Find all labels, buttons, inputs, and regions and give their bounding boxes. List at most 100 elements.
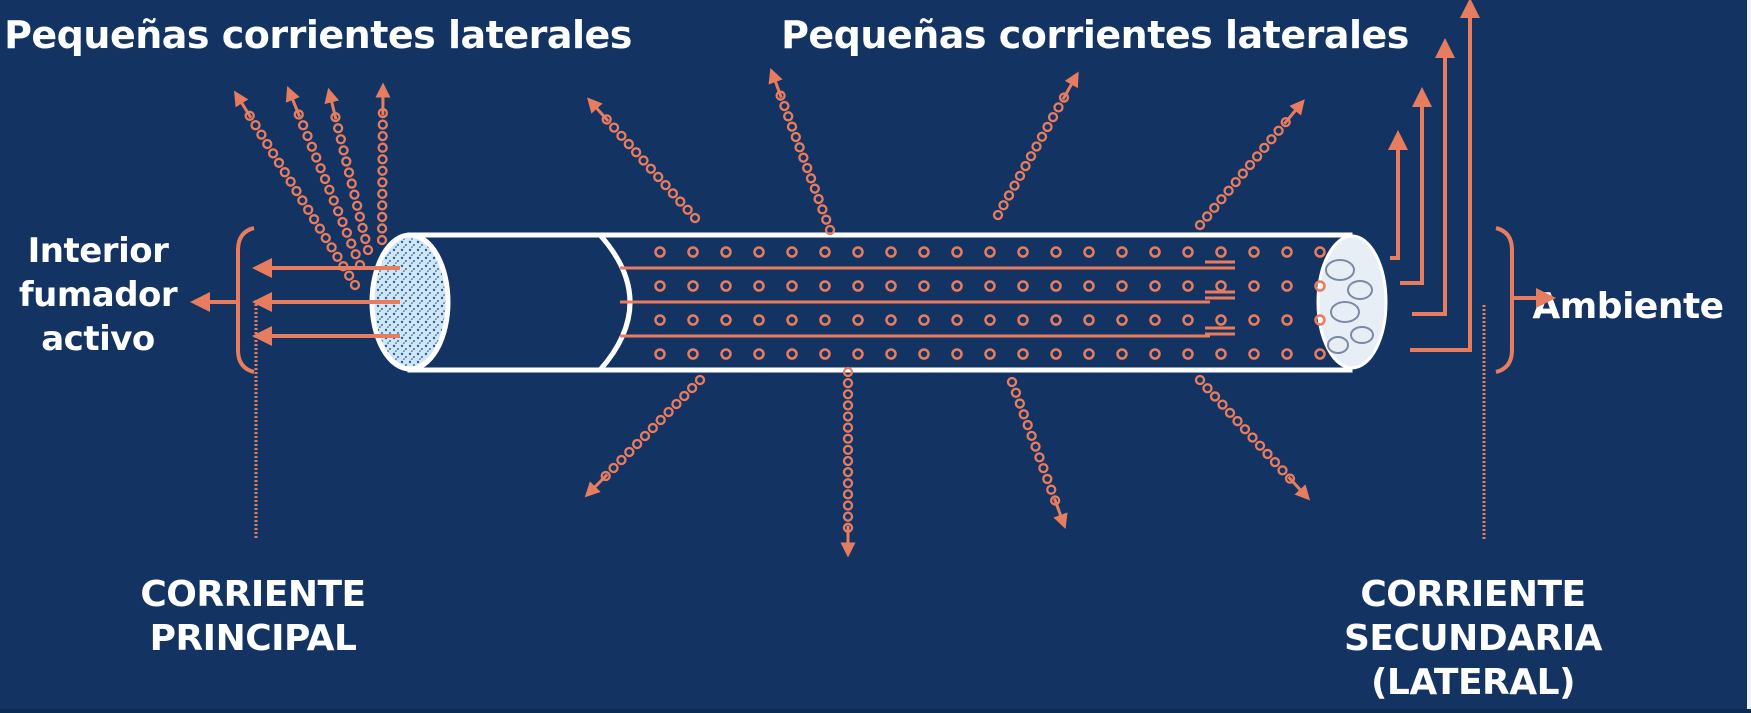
smoke-particle [262,138,273,150]
secondary-stream-arrow [1400,87,1432,285]
smoke-particle [992,209,1004,221]
smoke-particle [809,183,820,194]
smoke-particle [1042,473,1053,485]
smoke-particle [1026,430,1037,441]
burning-tip [1316,234,1388,370]
smoke-particle [1262,448,1273,460]
side-stream-arrowhead [324,87,340,120]
smoke-particle [655,414,666,426]
smoke-particle [1248,246,1260,258]
smoke-particle [1083,280,1095,292]
smoke-particle [639,430,651,442]
smoke-particle [842,489,854,500]
smoke-particle [817,204,828,215]
smoke-particle [349,189,360,200]
smoke-particle [324,184,335,195]
main-stream-bracket [236,226,255,374]
smoke-particle [1031,141,1042,152]
smoke-particle [720,280,732,292]
side-stream-arrowhead [586,97,610,123]
side-stream-arrowhead [1061,71,1079,101]
smoke-particle [783,111,794,122]
smoke-particle [667,188,679,199]
smoke-particle [687,246,699,258]
main-stream-flow-arrows [190,258,1210,346]
smoke-particle [328,195,339,206]
smoke-particle [1217,399,1228,410]
smoke-particle [1281,246,1293,258]
smoke-particle [1223,185,1234,196]
secondary-stream-label-line1: CORRIENTE [1360,574,1585,615]
smoke-particle [1277,465,1288,476]
smoke-particle [337,216,348,228]
smoke-particle [350,249,361,260]
smoke-particle [306,141,318,152]
smoke-particle [951,280,963,292]
smoke-particle [1244,159,1256,171]
smoke-particle [1182,280,1194,292]
smoke-particle [1280,116,1291,128]
smoke-particle [1232,415,1243,427]
smoke-particle [1046,484,1057,495]
side-stream-arrowhead [1287,475,1311,501]
smoke-particle [273,157,285,168]
smoke-particle [779,100,790,112]
smoke-particle [1036,131,1048,142]
side-stream-arrowhead [1052,497,1068,530]
smoke-particle [1215,246,1227,258]
smoke-particle [1209,391,1221,402]
smoke-particle [786,246,798,258]
smoke-particle [1116,314,1128,326]
smoke-particle [1216,194,1227,205]
smoke-particle [671,398,682,410]
smoke-particle [647,422,659,434]
smoke-particle [351,200,363,211]
smoke-particle [842,377,854,389]
smoke-particle [1248,348,1260,360]
smoke-particle [608,462,619,474]
smoke-particle [1050,246,1062,258]
smoke-particle [1083,348,1095,360]
side-stream-arrowhead [768,67,783,99]
smoke-particle [1116,280,1128,292]
smoke-particle [1194,374,1206,386]
smoke-particle [1050,348,1062,360]
smoker-interior-label-line1: Interior [28,231,169,271]
smoke-particle [354,211,366,222]
smoke-particle [293,109,304,120]
smoke-particle [984,246,996,258]
smoker-interior-label-line2: fumador [19,275,178,315]
smoke-particle [1194,219,1206,231]
secondary-stream-arrow [1410,0,1480,352]
smoke-particle [1281,314,1293,326]
smoke-particle [842,411,854,422]
smoke-particle [813,193,824,205]
smoke-particle [297,120,309,131]
smoke-particle [1003,190,1015,201]
smoke-particle [1010,387,1022,398]
smoke-particle [1259,142,1270,154]
smoke-particle [1248,314,1260,326]
smoke-particle [753,280,765,292]
side-stream-arrows [234,67,1311,558]
smoke-particle [1047,111,1059,123]
smoke-particle [786,314,798,326]
smoke-particle [335,134,347,145]
environment-label: Ambiente [1532,286,1723,327]
smoke-particle [343,270,355,281]
smoke-particle [377,177,388,188]
smoke-particle [279,167,290,178]
smoke-particle [285,176,296,187]
side-stream-arrowhead [234,90,253,119]
smoke-particle [653,171,664,183]
smoke-particle [753,246,765,258]
smoke-particle [343,167,355,178]
smoke-particle [308,214,320,225]
smoke-particle [819,348,831,360]
smoke-particle [645,163,657,174]
smoke-particle [852,280,864,292]
smoke-particle [998,200,1009,211]
smoke-particle [663,406,674,418]
smoke-particle [1017,246,1029,258]
